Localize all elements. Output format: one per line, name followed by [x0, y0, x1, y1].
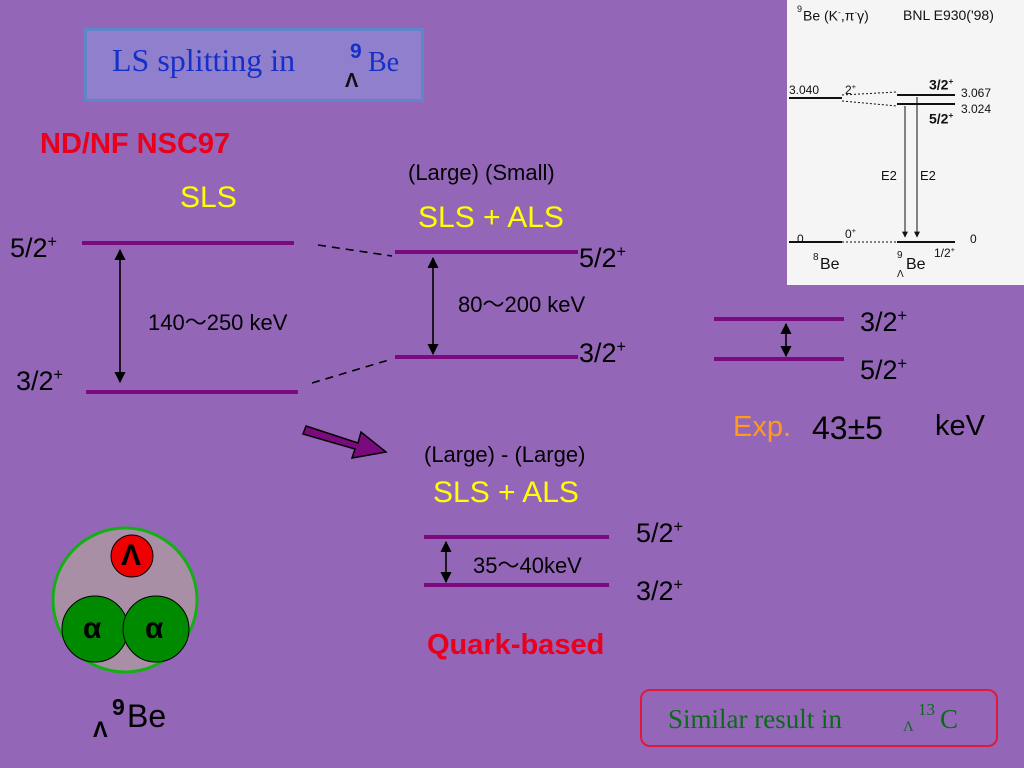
- exp-upper-level: [714, 317, 844, 321]
- inset-ground-left-energy: 0: [797, 232, 804, 246]
- exp-label: Exp.: [733, 411, 792, 443]
- exp-lower-level: [714, 357, 844, 361]
- inset-experiment: BNL E930('98): [903, 7, 994, 23]
- alpha-symbol-1: α: [83, 612, 102, 645]
- col3-lower-spin: 3/2+: [636, 576, 684, 606]
- inset-hyp-element: Be: [906, 256, 926, 273]
- col3-heading: SLS + ALS: [433, 476, 579, 509]
- inset-lower-energy: 3.024: [961, 102, 992, 116]
- experiment-inset: 9 Be (K-,π-γ) BNL E930('98) 3.040 2+ 3/2…: [787, 0, 1024, 285]
- cluster-diagram: [51, 526, 199, 674]
- inset-hyp-lambda: Λ: [897, 269, 904, 280]
- similar-lambda: Λ: [903, 719, 914, 735]
- col3-model-label: Quark-based: [427, 629, 605, 661]
- similar-mass: 13: [918, 700, 935, 719]
- inset-transition-2: E2: [920, 168, 936, 183]
- inset-upper-energy: 3.067: [961, 86, 992, 100]
- title-text: LS splitting in: [112, 42, 296, 78]
- exp-lower-spin: 5/2+: [860, 355, 908, 385]
- col2-subheading: (Large) (Small): [408, 160, 555, 185]
- inset-core-element: Be: [820, 256, 840, 273]
- inset-title-mass: 9: [797, 4, 803, 14]
- inset-left-spin: 2+: [845, 82, 856, 97]
- lambda-symbol: Λ: [121, 539, 142, 572]
- similar-element: C: [940, 704, 959, 734]
- col3-gap-label: 35～40keV: [473, 553, 582, 578]
- inset-title: Be (K-,π-γ): [803, 7, 869, 24]
- exp-value: 43±5: [812, 410, 883, 446]
- col2-lower-level: [395, 355, 578, 359]
- model-label: ND/NF NSC97: [40, 128, 231, 160]
- col1-lower-spin: 3/2+: [16, 366, 64, 396]
- inset-ground-right-spin: 1/2+: [934, 245, 955, 260]
- col3-subheading: (Large) - (Large): [424, 442, 586, 467]
- col3-lower-level: [424, 583, 609, 587]
- cluster-mass-number: 9: [112, 694, 125, 720]
- col2-gap-label: 80～200 keV: [458, 292, 586, 317]
- col2-heading: SLS + ALS: [418, 201, 564, 234]
- inset-transition-1: E2: [881, 168, 897, 183]
- col2-lower-spin: 3/2+: [579, 338, 627, 368]
- col3-upper-spin: 5/2+: [636, 518, 684, 548]
- inset-lines: [789, 91, 955, 243]
- inset-core-mass: 8: [813, 252, 819, 263]
- transition-arrow: [302, 425, 388, 459]
- col1-gap-label: 140～250 keV: [148, 310, 288, 335]
- lambda-particle: [110, 534, 154, 578]
- col1-lower-level: [86, 390, 298, 394]
- col1-upper-level: [82, 241, 294, 245]
- cluster-lambda-sub: Λ: [93, 717, 108, 742]
- exp-upper-spin: 3/2+: [860, 307, 908, 337]
- inset-left-energy: 3.040: [789, 83, 820, 97]
- alpha-particle-2: [122, 595, 190, 663]
- col1-upper-spin: 5/2+: [10, 233, 58, 263]
- inset-lower-spin: 5/2+: [929, 110, 954, 127]
- similar-text: Similar result in: [668, 704, 842, 734]
- inset-hyp-mass: 9: [897, 250, 903, 261]
- title-element: Be: [368, 47, 400, 78]
- exp-unit: keV: [935, 410, 985, 442]
- cluster-element: Be: [127, 698, 167, 734]
- alpha-symbol-2: α: [145, 612, 164, 645]
- inset-ground-left-spin: 0+: [845, 226, 856, 241]
- col1-heading: SLS: [180, 181, 237, 214]
- col3-upper-level: [424, 535, 609, 539]
- title-mass-number: 9: [350, 40, 362, 63]
- inset-ground-right-energy: 0: [970, 232, 977, 246]
- similar-result-box: [640, 689, 998, 747]
- col2-upper-level: [395, 250, 578, 254]
- col2-upper-spin: 5/2+: [579, 243, 627, 273]
- title-lambda: Λ: [345, 70, 359, 92]
- lower-connector: [311, 358, 393, 384]
- upper-connector: [317, 244, 393, 257]
- title-box: [84, 28, 424, 102]
- inset-upper-spin: 3/2+: [929, 76, 954, 93]
